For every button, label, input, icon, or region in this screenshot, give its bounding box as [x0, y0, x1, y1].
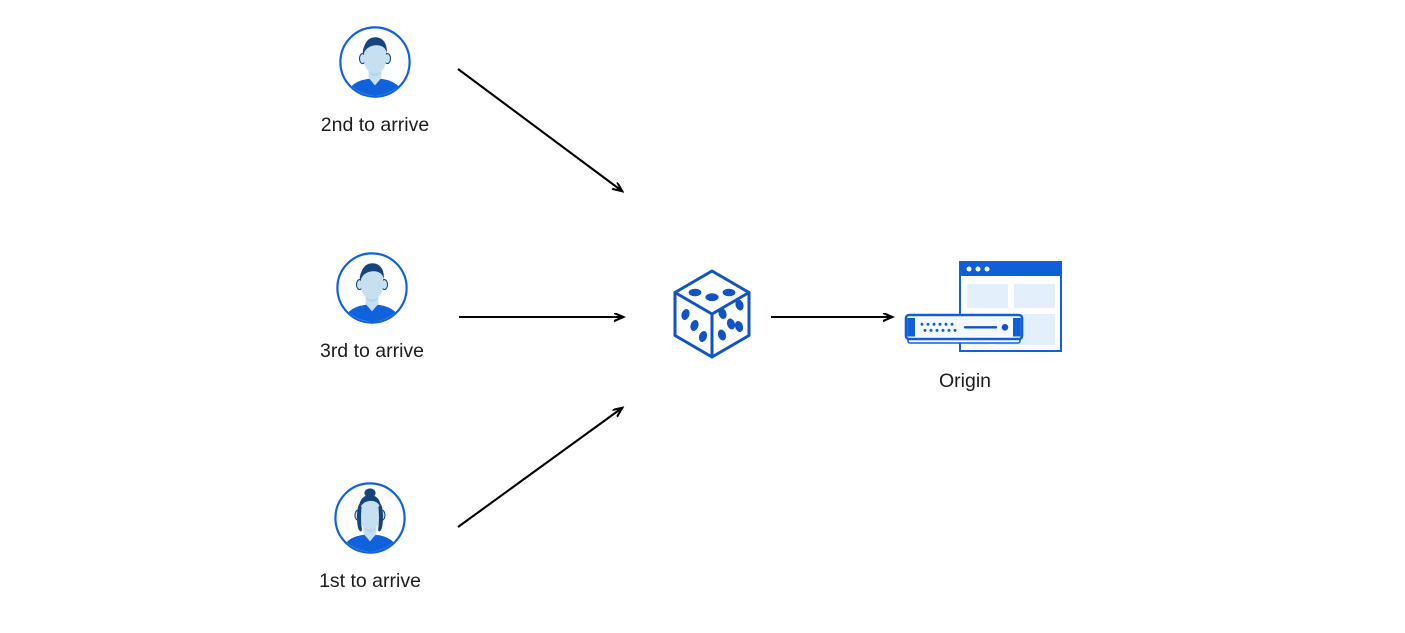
client-node-2nd[interactable]: 2nd to arrive — [295, 25, 455, 137]
arrow-2nd-to-dice — [457, 68, 622, 191]
origin-server-icon — [895, 258, 1062, 358]
user-avatar-icon — [333, 481, 407, 555]
client-label-1st: 1st to arrive — [319, 570, 421, 592]
user-avatar-icon — [338, 25, 412, 99]
client-node-1st[interactable]: 1st to arrive — [290, 481, 450, 593]
client-node-3rd[interactable]: 3rd to arrive — [292, 251, 452, 363]
dice-cube-icon — [657, 267, 767, 361]
client-label-2nd: 2nd to arrive — [320, 114, 430, 136]
arrow-1st-to-dice — [457, 408, 622, 528]
client-label-3rd: 3rd to arrive — [319, 340, 425, 362]
origin-label: Origin — [938, 370, 992, 392]
user-avatar-icon — [335, 251, 409, 325]
dice-node[interactable] — [657, 267, 767, 361]
origin-node[interactable]: Origin — [865, 258, 1065, 393]
router-icon — [904, 313, 1024, 344]
